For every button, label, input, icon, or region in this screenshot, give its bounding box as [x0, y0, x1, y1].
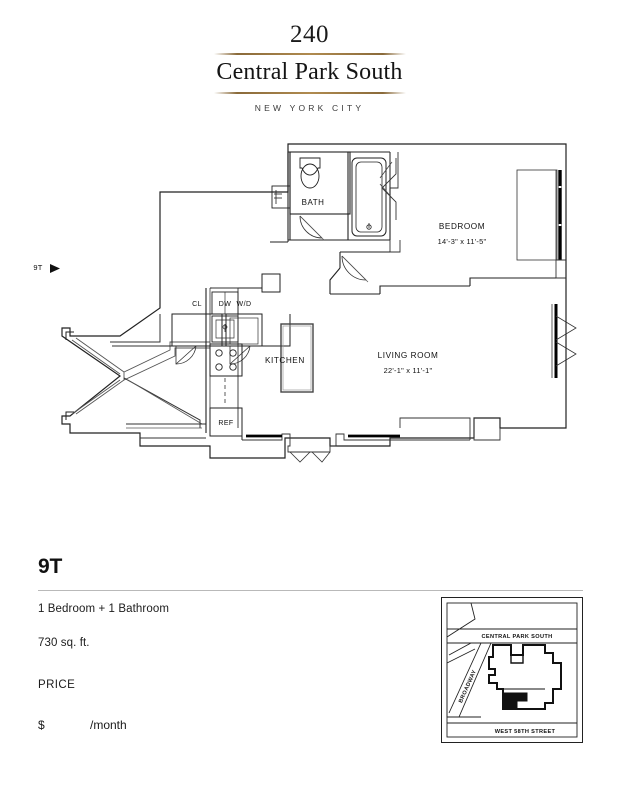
bedroom-dimensions: 14'-3" x 11'-5" [438, 237, 487, 246]
refrigerator-text: REF [218, 420, 233, 427]
unit-id-title: 9T [38, 555, 63, 578]
floorplan-drawing: CL W/D BATH DW DW DW REF KITCHEN BEDROOM… [0, 128, 619, 528]
price-period: /month [90, 718, 127, 732]
living-room-dimensions: 22'-1" x 11'-1" [384, 366, 433, 375]
building-city: NEW YORK CITY [254, 102, 365, 113]
header-rule-top [213, 53, 406, 56]
location-minimap: CENTRAL PARK SOUTH WEST 58TH STREET BROA… [441, 597, 583, 743]
unit-area: 730 sq. ft. [38, 637, 90, 649]
bathroom-label: BATH [302, 198, 325, 207]
closet-label: CL [192, 301, 202, 308]
building-number: 240 [290, 21, 329, 48]
price-currency: $ [38, 718, 45, 732]
minimap-street-north: CENTRAL PARK SOUTH [481, 634, 552, 640]
minimap-unit-highlight [502, 692, 528, 710]
price-row: $ /month [38, 718, 583, 732]
bedroom-label: BEDROOM [439, 222, 485, 231]
entry-arrow-icon [50, 264, 60, 273]
building-name: Central Park South [216, 59, 403, 86]
washer-dryer-label: W/D [237, 301, 252, 308]
info-divider [38, 590, 583, 591]
unit-configuration: 1 Bedroom + 1 Bathroom [38, 603, 170, 615]
unit-entry-marker-label: 9T [33, 263, 42, 272]
minimap-border [441, 597, 583, 743]
dishwasher-text: DW [219, 301, 232, 308]
unit-info-panel: 9T 1 Bedroom + 1 Bathroom 730 sq. ft. PR… [38, 556, 583, 732]
header-rule-bottom [213, 91, 406, 94]
living-room-label: LIVING ROOM [378, 351, 439, 360]
kitchen-label: KITCHEN [265, 356, 305, 365]
price-heading: PRICE [38, 679, 76, 691]
page-header: 240 Central Park South NEW YORK CITY [0, 0, 619, 113]
minimap-street-south: WEST 58TH STREET [495, 729, 556, 735]
